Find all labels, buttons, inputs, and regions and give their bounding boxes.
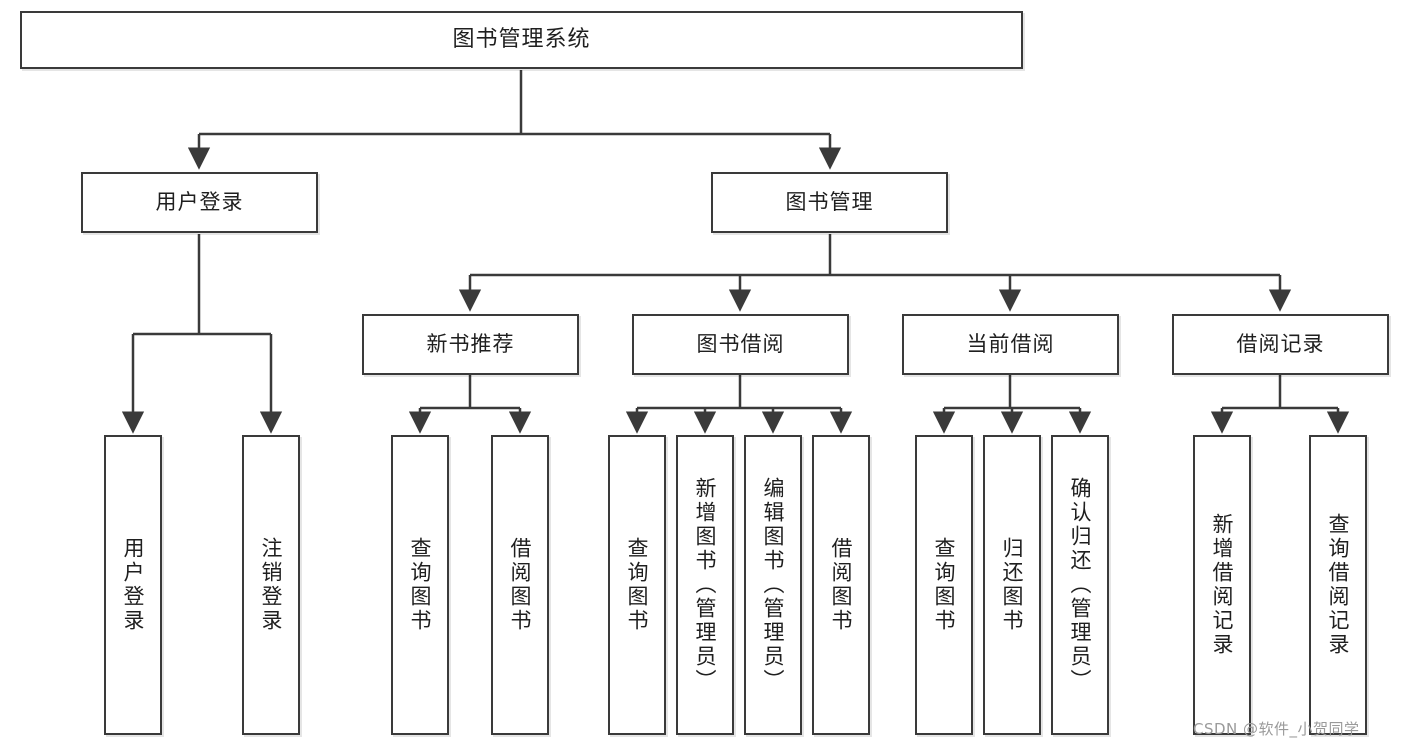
node-label: 图书管理系统 xyxy=(452,27,591,53)
node-leaf-add-book[interactable]: 新增图书（管理员） xyxy=(676,435,734,735)
csdn-watermark: CSDN @软件_小贺同学 xyxy=(1193,720,1360,738)
node-current-borrow[interactable]: 当前借阅 xyxy=(902,314,1119,375)
node-label: 编辑图书（管理员） xyxy=(761,477,786,693)
node-leaf-user-login[interactable]: 用户登录 xyxy=(104,435,162,735)
node-label: 当前借阅 xyxy=(966,332,1055,357)
node-label: 借阅图书 xyxy=(829,537,854,633)
node-label: 查询图书 xyxy=(932,537,957,633)
node-label: 归还图书 xyxy=(1000,537,1025,633)
node-leaf-logout-login[interactable]: 注销登录 xyxy=(242,435,300,735)
node-label: 借阅图书 xyxy=(508,537,533,633)
node-leaf-borrow-book-recommend[interactable]: 借阅图书 xyxy=(491,435,549,735)
node-label: 注销登录 xyxy=(259,537,284,633)
node-book-management-system[interactable]: 图书管理系统 xyxy=(20,11,1023,69)
node-book-manage[interactable]: 图书管理 xyxy=(711,172,948,233)
node-label: 查询图书 xyxy=(408,537,433,633)
node-label: 新增借阅记录 xyxy=(1210,513,1235,657)
node-borrow-record[interactable]: 借阅记录 xyxy=(1172,314,1389,375)
node-leaf-query-book-recommend[interactable]: 查询图书 xyxy=(391,435,449,735)
node-label: 查询图书 xyxy=(625,537,650,633)
node-label: 图书借阅 xyxy=(696,332,785,357)
node-label: 确认归还（管理员） xyxy=(1068,477,1093,693)
node-label: 新增图书（管理员） xyxy=(693,477,718,693)
node-user-login[interactable]: 用户登录 xyxy=(81,172,318,233)
node-leaf-return-book[interactable]: 归还图书 xyxy=(983,435,1041,735)
node-label: 用户登录 xyxy=(121,537,146,633)
node-leaf-edit-book[interactable]: 编辑图书（管理员） xyxy=(744,435,802,735)
node-leaf-query-borrow-record[interactable]: 查询借阅记录 xyxy=(1309,435,1367,735)
node-leaf-confirm-return[interactable]: 确认归还（管理员） xyxy=(1051,435,1109,735)
node-leaf-add-borrow-record[interactable]: 新增借阅记录 xyxy=(1193,435,1251,735)
node-new-book-recommend[interactable]: 新书推荐 xyxy=(362,314,579,375)
node-label: 查询借阅记录 xyxy=(1326,513,1351,657)
node-label: 新书推荐 xyxy=(426,332,515,357)
node-leaf-query-book-borrow[interactable]: 查询图书 xyxy=(608,435,666,735)
node-leaf-borrow-book[interactable]: 借阅图书 xyxy=(812,435,870,735)
node-book-borrow[interactable]: 图书借阅 xyxy=(632,314,849,375)
node-label: 借阅记录 xyxy=(1236,332,1325,357)
node-label: 用户登录 xyxy=(155,190,244,215)
node-label: 图书管理 xyxy=(785,190,874,215)
node-leaf-query-book-current[interactable]: 查询图书 xyxy=(915,435,973,735)
